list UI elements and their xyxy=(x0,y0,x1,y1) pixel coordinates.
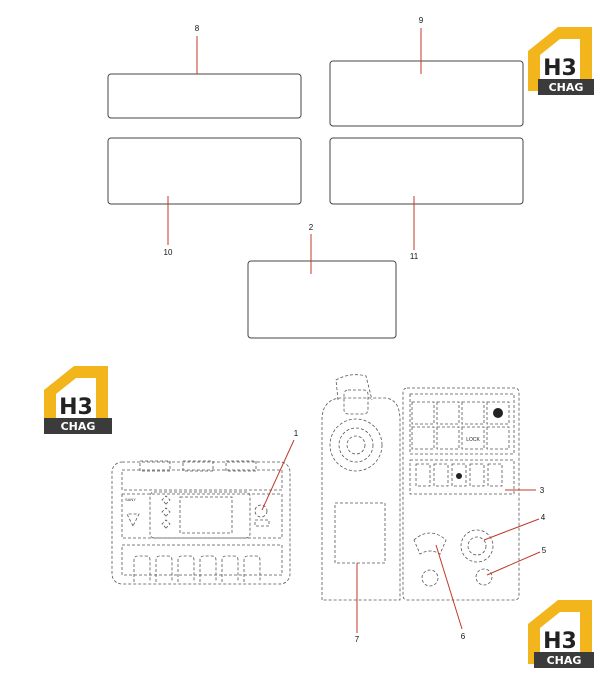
callout-3: 3 xyxy=(540,486,545,495)
switch-lock-label: LOCK xyxy=(466,437,480,443)
decal-2 xyxy=(247,260,397,339)
switch-panel xyxy=(402,387,520,601)
logo-main-text: H3 xyxy=(59,395,93,420)
logo-main-text: H3 xyxy=(543,56,577,81)
callout-leaders-top xyxy=(167,28,422,274)
callout-4: 4 xyxy=(541,513,546,522)
callout-5: 5 xyxy=(542,546,547,555)
decal-11 xyxy=(329,137,524,205)
logo-watermark-bottom-right: H3 CHAG xyxy=(528,600,594,668)
callout-7: 7 xyxy=(355,635,360,644)
logo-sub-text: CHAG xyxy=(547,654,582,667)
logo-main-text: H3 xyxy=(543,629,577,654)
decal-10 xyxy=(107,137,302,205)
joystick-console xyxy=(321,374,401,601)
switch-record-icon xyxy=(493,408,503,418)
logo-watermark-mid-left: H3 CHAG xyxy=(44,366,112,434)
controller-unit xyxy=(111,460,291,585)
switch-dot-icon xyxy=(456,473,462,479)
callout-9: 9 xyxy=(419,16,424,25)
logo-watermark-top-right: H3 CHAG xyxy=(528,27,594,95)
decal-8 xyxy=(107,73,302,119)
logo-sub-text: CHAG xyxy=(549,81,584,94)
callout-1: 1 xyxy=(294,429,299,438)
controller-brand-label: SANY xyxy=(125,497,136,502)
decal-9 xyxy=(329,60,524,127)
callout-2: 2 xyxy=(309,223,314,232)
callout-6: 6 xyxy=(461,632,466,641)
callout-leaders-bottom xyxy=(356,489,541,633)
callout-11: 11 xyxy=(410,252,419,261)
logo-sub-text: CHAG xyxy=(61,420,96,433)
callout-leader-1 xyxy=(261,439,295,511)
callout-8: 8 xyxy=(195,24,200,33)
callout-10: 10 xyxy=(164,248,173,257)
